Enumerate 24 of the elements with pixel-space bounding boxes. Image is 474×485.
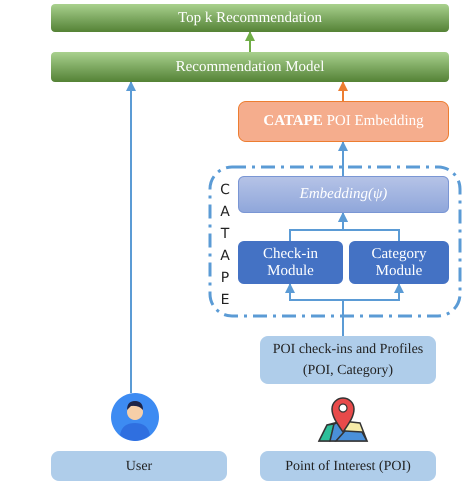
box-label: Top k Recommendation [178, 8, 322, 28]
box-label: Point of Interest (POI) [285, 458, 411, 476]
input-box [260, 451, 436, 481]
box-label: Check-in Module [262, 246, 319, 280]
box-label: CATAPE POI Embedding [263, 112, 424, 132]
box-label: Embedding(ψ) [300, 185, 388, 204]
input-box [51, 451, 227, 481]
arrow [338, 141, 348, 176]
process-box [51, 4, 449, 32]
module-box [349, 241, 449, 284]
box-label: User [126, 458, 152, 476]
embedding-box [238, 101, 449, 142]
box-label: POI check-ins and Profiles (POI, Category) [272, 341, 424, 380]
group-title: CATAPE [219, 181, 231, 310]
input-box [260, 336, 436, 384]
module-box [238, 241, 343, 284]
arrow [338, 212, 400, 241]
arrow [126, 81, 136, 393]
embedding-box [238, 176, 449, 213]
process-box [51, 52, 449, 82]
box-label: Recommendation Model [176, 58, 324, 77]
arrow [338, 81, 348, 101]
arrow [245, 31, 255, 52]
box-label: Category Module [370, 246, 428, 280]
